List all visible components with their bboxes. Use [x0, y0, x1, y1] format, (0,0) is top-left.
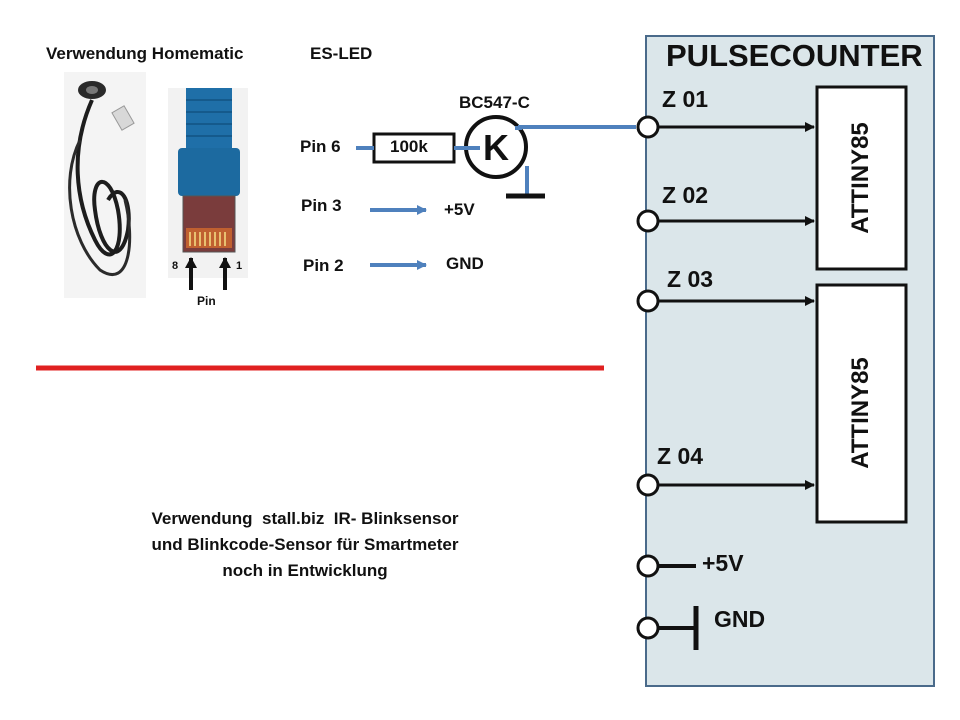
sensor-name: ES-LED — [310, 44, 373, 63]
sensor-photo — [64, 72, 146, 298]
input-z01 — [636, 115, 815, 139]
note-line-2: und Blinkcode-Sensor für Smartmeter — [151, 535, 459, 554]
pin6-label: Pin 6 — [300, 137, 341, 156]
pin3-target: +5V — [444, 200, 475, 219]
input-z02 — [636, 209, 815, 233]
pin3-label: Pin 3 — [301, 196, 342, 215]
connector-pin-caption: Pin — [197, 294, 216, 308]
chip-label-1: ATTINY85 — [847, 122, 874, 234]
pulsecounter-title: PULSECOUNTER — [666, 38, 923, 73]
attiny85-chip-2 — [815, 283, 908, 524]
development-note: Verwendung stall.biz IR- Blinksensor und… — [90, 506, 520, 584]
connector-pin-left: 8 — [172, 260, 179, 272]
input-z03 — [636, 289, 815, 313]
ground-terminal — [636, 606, 699, 650]
power-terminal — [636, 554, 696, 578]
attiny85-chip-1 — [815, 85, 908, 271]
transistor-letter: K — [483, 127, 509, 168]
chip-label-2: ATTINY85 — [847, 357, 874, 469]
input-label-z02: Z 02 — [662, 182, 709, 208]
input-label-z01: Z 01 — [662, 86, 709, 112]
connector-photo — [168, 88, 248, 290]
blue-wires — [356, 125, 636, 270]
power-label: +5V — [702, 550, 744, 576]
transistor-label: BC547-C — [459, 93, 530, 112]
input-label-z03: Z 03 — [667, 266, 714, 292]
input-label-z04: Z 04 — [657, 443, 704, 469]
note-line-1: Verwendung stall.biz IR- Blinksensor — [151, 509, 459, 528]
usage-title: Verwendung Homematic — [46, 44, 244, 63]
input-z04 — [636, 473, 815, 497]
pin2-label: Pin 2 — [303, 256, 344, 275]
ground-label: GND — [714, 606, 766, 632]
resistor-value: 100k — [390, 137, 428, 156]
pin2-target: GND — [446, 254, 484, 273]
connector-pin-right: 1 — [236, 260, 243, 272]
note-line-3: noch in Entwicklung — [222, 561, 388, 580]
